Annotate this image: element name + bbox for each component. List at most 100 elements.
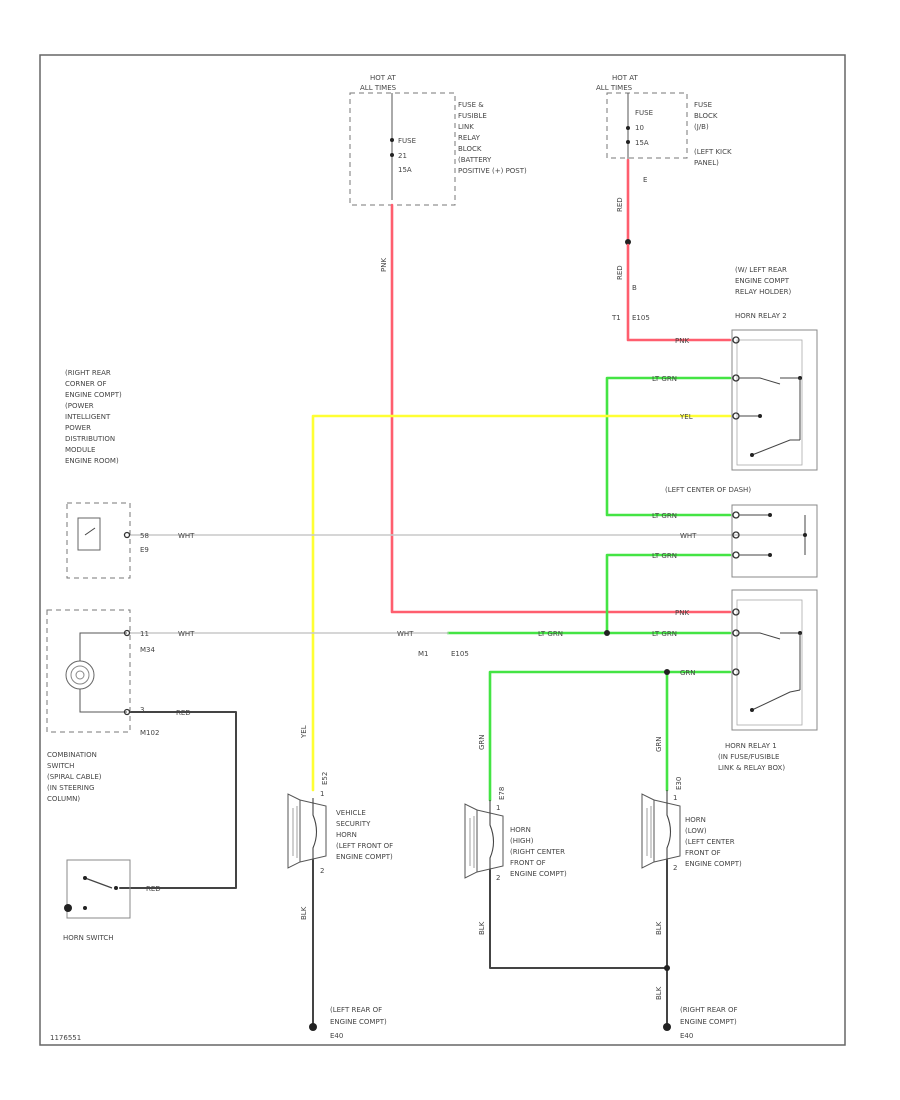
- dash-connector-label: (LEFT CENTER OF DASH): [665, 486, 751, 494]
- conn-e105-label: E105: [632, 314, 650, 322]
- relay2-name: HORN RELAY 2: [735, 312, 787, 320]
- svg-text:(BATTERY: (BATTERY: [458, 156, 492, 164]
- security-horn-conn: E52: [321, 772, 329, 785]
- combo-conn-top: M34: [140, 646, 155, 654]
- svg-text:SECURITY: SECURITY: [336, 820, 371, 828]
- left-ground-label: (LEFT REAR OF ENGINE COMPT) E40: [330, 1006, 387, 1040]
- hot-at-label-2: ALL TIMES: [596, 84, 633, 92]
- svg-text:LINK & RELAY BOX): LINK & RELAY BOX): [718, 764, 785, 772]
- footer-code: 1176551: [50, 1034, 81, 1042]
- combo-switch-label: COMBINATION SWITCH (SPIRAL CABLE) (IN ST…: [47, 751, 102, 803]
- wire-label-red-4: RED: [146, 885, 161, 893]
- red-wire-underhood-fuse: [390, 203, 732, 614]
- horn-switch: HORN SWITCH: [63, 859, 131, 942]
- svg-text:ENGINE COMPT): ENGINE COMPT): [680, 1018, 737, 1026]
- dash-connector: (LEFT CENTER OF DASH): [665, 486, 818, 578]
- wire-label-blk: BLK: [300, 906, 308, 920]
- svg-text:COMBINATION: COMBINATION: [47, 751, 97, 759]
- svg-text:HORN: HORN: [336, 831, 357, 839]
- svg-text:POWER: POWER: [65, 424, 91, 432]
- fuse-number: 21: [398, 152, 407, 160]
- svg-text:ENGINE COMPT): ENGINE COMPT): [510, 870, 567, 878]
- fuse-number: 10: [635, 124, 644, 132]
- ipdm-label: (RIGHT REAR CORNER OF ENGINE COMPT) (POW…: [65, 369, 122, 465]
- svg-text:MODULE: MODULE: [65, 446, 95, 454]
- horn-high-conn: E78: [498, 787, 506, 800]
- svg-text:VEHICLE: VEHICLE: [336, 809, 366, 817]
- svg-text:(POWER: (POWER: [65, 402, 94, 410]
- combo-conn-bot: M102: [140, 729, 159, 737]
- svg-text:BLOCK: BLOCK: [694, 112, 718, 120]
- svg-text:FRONT OF: FRONT OF: [510, 859, 546, 867]
- horn-switch-label: HORN SWITCH: [63, 934, 114, 942]
- fuse-amperage: 15A: [635, 139, 649, 147]
- horn-relay-2: (W/ LEFT REAR ENGINE COMPT RELAY HOLDER)…: [731, 266, 818, 471]
- wire-label-lt-grn-5: LT GRN: [652, 630, 677, 638]
- wire-label-red: RED: [616, 197, 624, 212]
- blk-wire-horn-switch: [119, 711, 237, 889]
- combo-pin-top: 11: [140, 630, 149, 638]
- right-ground-label: (RIGHT REAR OF ENGINE COMPT) E40: [680, 1006, 738, 1040]
- ipdm-pin: 58: [140, 532, 149, 540]
- wire-label-grn: GRN: [680, 669, 696, 677]
- svg-text:(LEFT FRONT OF: (LEFT FRONT OF: [336, 842, 393, 850]
- svg-text:ENGINE COMPT): ENGINE COMPT): [65, 391, 122, 399]
- svg-text:FRONT OF: FRONT OF: [685, 849, 721, 857]
- underhood-fuse-block: HOT AT ALL TIMES FUSE 21 15A FUSE & FUSI…: [349, 74, 527, 206]
- svg-text:2: 2: [673, 864, 677, 872]
- combo-pin-bot: 3: [140, 706, 144, 714]
- relay1-location-label: HORN RELAY 1 (IN FUSE/FUSIBLE LINK & REL…: [718, 742, 785, 772]
- svg-text:CORNER OF: CORNER OF: [65, 380, 107, 388]
- hot-at-label: HOT AT: [612, 74, 639, 82]
- red-wire-relay2-feed: [626, 243, 732, 342]
- svg-text:ENGINE COMPT): ENGINE COMPT): [336, 853, 393, 861]
- svg-text:RELAY HOLDER): RELAY HOLDER): [735, 288, 791, 296]
- svg-text:FUSIBLE: FUSIBLE: [458, 112, 487, 120]
- svg-text:HORN RELAY 1: HORN RELAY 1: [725, 742, 777, 750]
- svg-text:BLOCK: BLOCK: [458, 145, 482, 153]
- wire-label-lt-grn-2: LT GRN: [652, 512, 677, 520]
- svg-text:HORN: HORN: [510, 826, 531, 834]
- fuse-amperage: 15A: [398, 166, 412, 174]
- svg-text:(LEFT REAR OF: (LEFT REAR OF: [330, 1006, 382, 1014]
- wire-label-red-2: RED: [616, 265, 624, 280]
- svg-text:1: 1: [496, 804, 500, 812]
- svg-text:ENGINE ROOM): ENGINE ROOM): [65, 457, 119, 465]
- wire-label-blk-3: BLK: [655, 921, 663, 935]
- blk-wire-horn-high-ground: [489, 869, 668, 969]
- svg-text:(LEFT KICK: (LEFT KICK: [694, 148, 732, 156]
- lt-grn-wire-dash-relay1: [605, 553, 732, 635]
- wire-label-wht: WHT: [178, 532, 195, 540]
- conn-e105b-label: E105: [451, 650, 469, 658]
- wire-label-lt-grn: LT GRN: [652, 375, 677, 383]
- security-horn: E52 1 2 VEHICLE SECURITY HORN (LEFT FRON…: [287, 772, 393, 875]
- svg-text:RELAY: RELAY: [458, 134, 481, 142]
- underhood-location-label: FUSE & FUSIBLE LINK RELAY BLOCK (BATTERY…: [458, 101, 527, 175]
- horn-high-label: HORN (HIGH) (RIGHT CENTER FRONT OF ENGIN…: [510, 826, 567, 878]
- svg-text:(SPIRAL CABLE): (SPIRAL CABLE): [47, 773, 102, 781]
- relay2-location-label: (W/ LEFT REAR ENGINE COMPT RELAY HOLDER)…: [735, 266, 791, 320]
- svg-text:(J/B): (J/B): [694, 123, 709, 131]
- horn-high: E78 1 2 HORN (HIGH) (RIGHT CENTER FRONT …: [464, 787, 567, 882]
- wire-label-yel-2: YEL: [300, 725, 308, 739]
- svg-text:SWITCH: SWITCH: [47, 762, 74, 770]
- svg-text:(HIGH): (HIGH): [510, 837, 534, 845]
- wire-label-pnk-relay1: PNK: [675, 609, 689, 617]
- combination-switch: 11 M34 3 M102 COMBINATION SWITCH (SPIRAL…: [46, 609, 159, 803]
- wire-label-pnk: PNK: [380, 258, 388, 272]
- horn-low-label: HORN (LOW) (LEFT CENTER FRONT OF ENGINE …: [685, 816, 742, 868]
- horn-low-conn: E30: [675, 777, 683, 790]
- pin-label: E: [643, 176, 647, 184]
- kick-panel-fuse-block: HOT AT ALL TIMES FUSE 10 15A E FUSE BLOC…: [596, 74, 732, 184]
- wire-label-pnk-relay2: PNK: [675, 337, 689, 345]
- wire-label-grn-2: GRN: [478, 734, 486, 750]
- wire-label-blk-2: BLK: [478, 921, 486, 935]
- wire-label-lt-grn-3: LT GRN: [652, 552, 677, 560]
- hot-at-label: HOT AT: [370, 74, 397, 82]
- diagram-frame: [39, 54, 846, 1046]
- wire-label-wht-4: WHT: [397, 630, 414, 638]
- horn-low: E30 1 2 HORN (LOW) (LEFT CENTER FRONT OF…: [641, 777, 742, 872]
- ipdm-module: (RIGHT REAR CORNER OF ENGINE COMPT) (POW…: [65, 369, 149, 579]
- fuse-label: FUSE: [635, 109, 653, 117]
- horn-relay-1: HORN RELAY 1 (IN FUSE/FUSIBLE LINK & REL…: [718, 589, 818, 772]
